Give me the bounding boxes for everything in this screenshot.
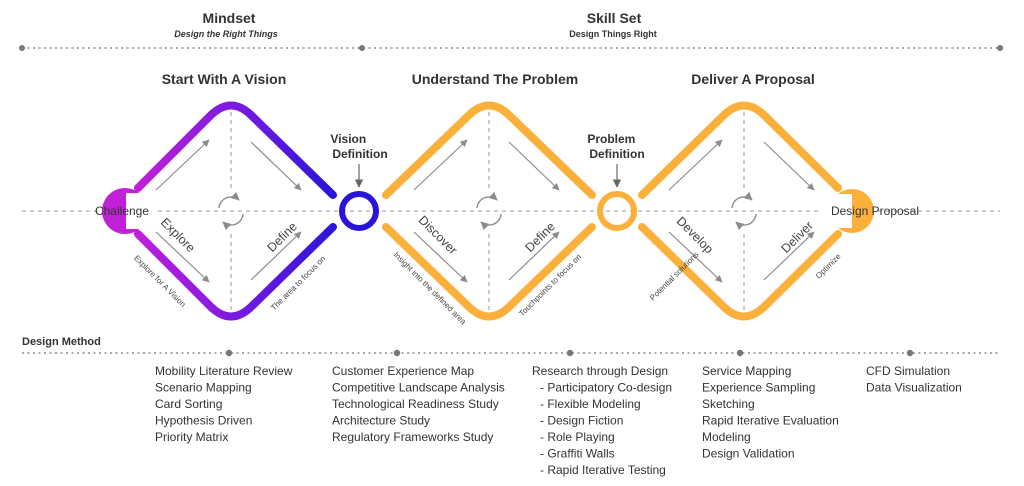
design-method-item: Regulatory Frameworks Study [332, 430, 493, 444]
cycle-icon [218, 191, 244, 231]
flow-arrow-1-2 [250, 141, 302, 191]
cycle-icons [218, 191, 757, 231]
flow-arrow-3-1 [668, 139, 723, 191]
design-method-item: - Role Playing [540, 430, 615, 444]
phase-2-left-note: Insight into the defined area [392, 250, 469, 327]
design-method-item: - Participatory Co-design [540, 381, 672, 395]
phase-2-title: Understand The Problem [412, 71, 578, 87]
problem-definition-node [597, 191, 637, 231]
flow-arrow-2-2 [508, 141, 560, 191]
design-method-item: Research through Design [532, 364, 668, 378]
design-method-item: Card Sorting [155, 397, 222, 411]
design-method-item: Sketching [702, 397, 755, 411]
flow-arrow-2-3 [413, 231, 468, 283]
skillset-subtitle: Design Things Right [569, 29, 657, 39]
mindset-title: Mindset [203, 10, 256, 26]
flow-arrow-2-4 [508, 231, 560, 281]
design-method-item: Priority Matrix [155, 430, 228, 444]
phase-1-title: Start With A Vision [162, 71, 287, 87]
phase-1-left-note: Explore for A Vision [132, 254, 187, 309]
design-method-item: CFD Simulation [866, 364, 950, 378]
challenge-label: Challenge [95, 204, 149, 218]
flow-arrow-1-3 [155, 231, 210, 283]
flow-arrow-3-4 [763, 231, 815, 281]
vision-definition-label: Vision Definition [330, 132, 387, 161]
design-method-item: - Graffiti Walls [540, 447, 615, 461]
design-method-item: - Rapid Iterative Testing [540, 463, 666, 477]
design-method-item: Data Visualization [866, 381, 962, 395]
design-method-item: - Design Fiction [540, 414, 623, 428]
cycle-icon [731, 191, 757, 231]
design-method-item: Modeling [702, 430, 751, 444]
design-method-item: Experience Sampling [702, 381, 815, 395]
diamond-proposal [638, 101, 874, 321]
design-method-item: Scenario Mapping [155, 381, 252, 395]
design-method-item: Competitive Landscape Analysis [332, 381, 505, 395]
flow-arrow-1-1 [155, 139, 210, 191]
top-timeline [19, 45, 1003, 51]
bottom-timeline [22, 349, 1000, 357]
diamond-problem [382, 101, 596, 321]
design-proposal-label: Design Proposal [831, 204, 919, 218]
design-method-item: Technological Readiness Study [332, 397, 499, 411]
phase-3-title: Deliver A Proposal [691, 71, 814, 87]
design-method-title: Design Method [22, 336, 101, 348]
phase-1-left-label: Explore [158, 215, 198, 255]
flow-arrow-2-1 [413, 139, 468, 191]
phase-3-left-label: Develop [674, 214, 716, 256]
design-method-item: Design Validation [702, 447, 795, 461]
flow-arrow-1-4 [250, 231, 302, 281]
design-method-item: Architecture Study [332, 414, 430, 428]
flow-arrow-3-2 [763, 141, 815, 191]
phase-3-right-label: Deliver [778, 218, 815, 255]
diamond-vision [102, 101, 337, 321]
design-method-item: Mobility Literature Review [155, 364, 293, 378]
design-method-item: Customer Experience Map [332, 364, 474, 378]
design-method-item: - Flexible Modeling [540, 397, 641, 411]
mindset-subtitle: Design the Right Things [174, 29, 278, 39]
design-method-item: Rapid Iterative Evaluation [702, 414, 839, 428]
design-method-item: Hypothesis Driven [155, 414, 252, 428]
design-method-item: Service Mapping [702, 364, 791, 378]
problem-definition-label: Problem Definition [587, 132, 644, 161]
phase-2-left-label: Discover [416, 213, 460, 257]
vision-definition-node [339, 191, 379, 231]
skillset-title: Skill Set [587, 10, 642, 26]
diamond-arrows [155, 139, 815, 283]
cycle-icon [476, 191, 502, 231]
flow-arrow-3-3 [668, 231, 723, 283]
